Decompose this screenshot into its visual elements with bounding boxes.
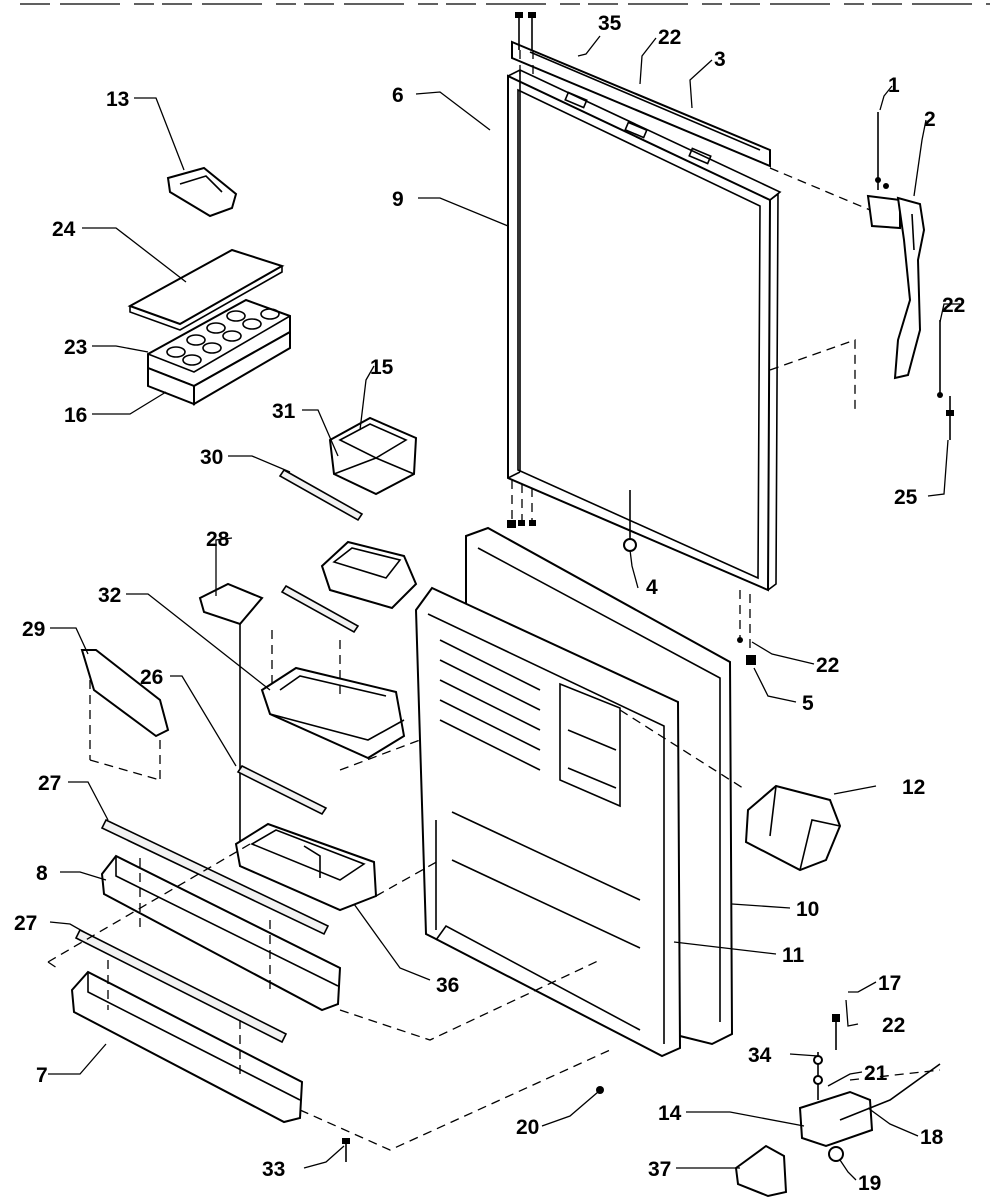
callout-29: 29	[22, 618, 45, 641]
small-bin-middle	[320, 540, 418, 610]
door-stop-part-4	[623, 490, 637, 552]
door-handle-part-2	[893, 196, 926, 380]
door-liner-part-11	[414, 586, 682, 1058]
callout-9: 9	[392, 188, 404, 211]
hinge-screws-part-17-34-21	[813, 1014, 840, 1100]
shelf-bar-part-27-upper	[89, 759, 330, 936]
callout-14: 14	[658, 1102, 682, 1125]
crisper-cover-part-12	[619, 709, 842, 872]
ice-bin-part-16	[147, 330, 291, 406]
callout-23: 23	[64, 336, 87, 359]
callout-25: 25	[894, 486, 918, 509]
callout-12: 12	[902, 776, 925, 799]
callout-10: 10	[796, 898, 819, 921]
upper-door-panel	[507, 69, 782, 592]
callout-31: 31	[272, 400, 296, 423]
callout-26: 26	[140, 666, 163, 689]
shelf-bin-part-8	[100, 854, 342, 1012]
callout-32: 32	[98, 584, 121, 607]
callout-27-lower: 27	[14, 912, 37, 935]
shelf-bar-part-27-lower	[74, 928, 288, 1044]
ice-tray-part-23	[147, 298, 291, 388]
callout-1: 1	[888, 74, 900, 97]
callout-5: 5	[802, 692, 814, 715]
handle-screws-part-22-25	[769, 320, 954, 440]
callout-35: 35	[598, 12, 622, 35]
callout-28: 28	[206, 528, 230, 551]
callout-7: 7	[36, 1064, 48, 1087]
bin-rail-part-30	[278, 468, 364, 522]
callout-22-lower: 22	[882, 1014, 905, 1037]
callout-15: 15	[370, 356, 394, 379]
bottom-door-screws	[507, 480, 536, 528]
ice-tray-cover-part-24	[127, 248, 285, 331]
leader-lines	[48, 35, 960, 1181]
callout-21: 21	[864, 1062, 888, 1085]
door-top-trim	[511, 40, 771, 168]
callout-labels: 35 22 3 6 1 2 13 9 24 22 23 16 15 31 30 …	[14, 12, 965, 1195]
callout-13: 13	[106, 88, 129, 111]
callout-33: 33	[262, 1158, 285, 1181]
callout-27-upper: 27	[38, 772, 61, 795]
callout-17: 17	[878, 972, 901, 995]
top-hinge-bracket-part-1	[769, 112, 901, 230]
rail-middle	[280, 584, 360, 634]
callout-2: 2	[924, 108, 936, 131]
callout-6: 6	[392, 84, 404, 107]
callout-37: 37	[648, 1158, 671, 1181]
callout-24: 24	[52, 218, 76, 241]
callout-19: 19	[858, 1172, 881, 1195]
butter-dish-part-13	[166, 166, 238, 218]
shelf-bin-part-7	[47, 843, 304, 1124]
callout-4: 4	[646, 576, 658, 599]
small-bin-part-15	[328, 416, 418, 496]
callout-18: 18	[920, 1126, 944, 1149]
hinge-cover-part-37	[734, 1144, 788, 1198]
callout-3: 3	[714, 48, 726, 71]
callout-22-top: 22	[658, 26, 681, 49]
callout-30: 30	[200, 446, 223, 469]
callout-8: 8	[36, 862, 48, 885]
assembly-lines	[299, 739, 611, 1151]
top-screws	[515, 12, 536, 80]
bracket-part-29	[80, 649, 170, 780]
callout-22-right: 22	[942, 294, 965, 317]
callout-16: 16	[64, 404, 87, 427]
callout-11: 11	[782, 944, 805, 967]
bottle-bin-part-32	[260, 630, 406, 760]
bottom-hinge-part-14-18	[798, 1063, 941, 1162]
callout-36: 36	[436, 974, 459, 997]
callout-34: 34	[748, 1044, 772, 1067]
clip-part-26	[236, 764, 328, 816]
callout-22-mid: 22	[816, 654, 839, 677]
callout-20: 20	[516, 1116, 539, 1139]
hinge-screws-right	[737, 590, 756, 665]
screw-part-33	[342, 1138, 350, 1162]
